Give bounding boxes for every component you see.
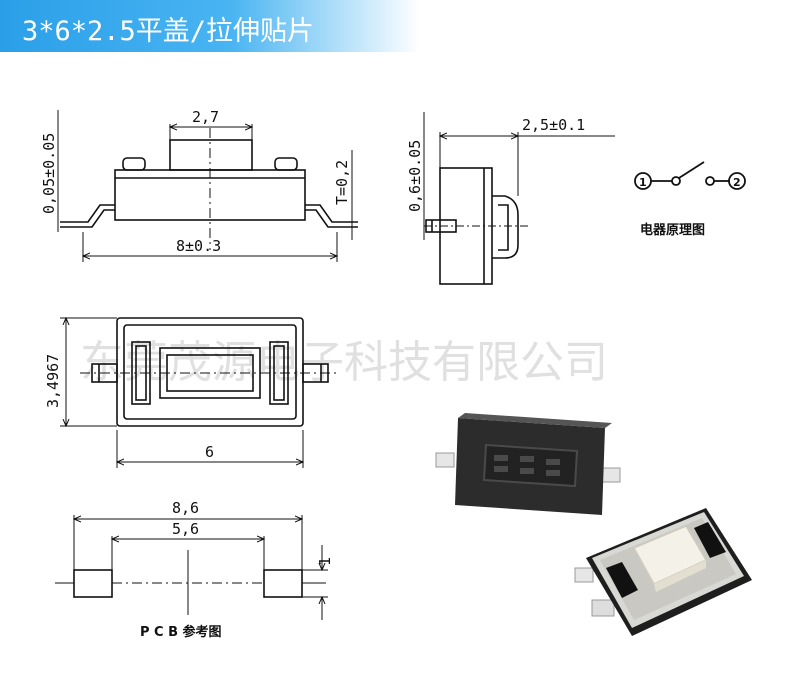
side-view-drawing	[60, 128, 358, 250]
top-view-dimensions	[60, 318, 303, 468]
dim-pcb-outer: 8,6	[172, 499, 199, 517]
end-view-dimensions	[423, 112, 615, 240]
dim-pcb-pad: 1	[316, 557, 334, 566]
schematic-caption: 电器原理图	[640, 222, 705, 238]
top-view-drawing	[80, 317, 340, 427]
product-photo-bottom-switch	[435, 413, 621, 515]
dim-plunger-depth: 2,5±0.1	[522, 116, 585, 134]
dim-end-height: 0,6±0.05	[406, 140, 424, 212]
title-banner: 3*6*2.5平盖/拉伸贴片	[0, 0, 420, 52]
side-view-dimensions	[57, 110, 353, 262]
end-view-drawing	[424, 167, 530, 285]
dim-thickness: T=0,2	[333, 160, 351, 205]
dim-top-width: 2,7	[192, 108, 219, 126]
pcb-footprint-drawing	[55, 550, 326, 615]
watermark: 东莞茂源电子科技有限公司	[80, 337, 608, 388]
pcb-caption: P C B 参考图	[140, 624, 222, 640]
product-photo-top-switch	[574, 508, 752, 636]
schematic-pin-1: 1	[639, 176, 647, 189]
page-title: 3*6*2.5平盖/拉伸贴片	[22, 16, 315, 47]
dim-top-height: 3,4967	[44, 354, 62, 408]
dim-top-width: 6	[205, 443, 214, 461]
schematic-pin-2: 2	[733, 176, 741, 189]
dim-overall-width: 8±0.3	[176, 237, 221, 255]
pcb-dimensions	[74, 515, 328, 620]
switch-schematic	[634, 161, 746, 190]
dim-pcb-inner: 5,6	[172, 520, 199, 538]
dim-left-height: 0,05±0.05	[40, 133, 58, 214]
